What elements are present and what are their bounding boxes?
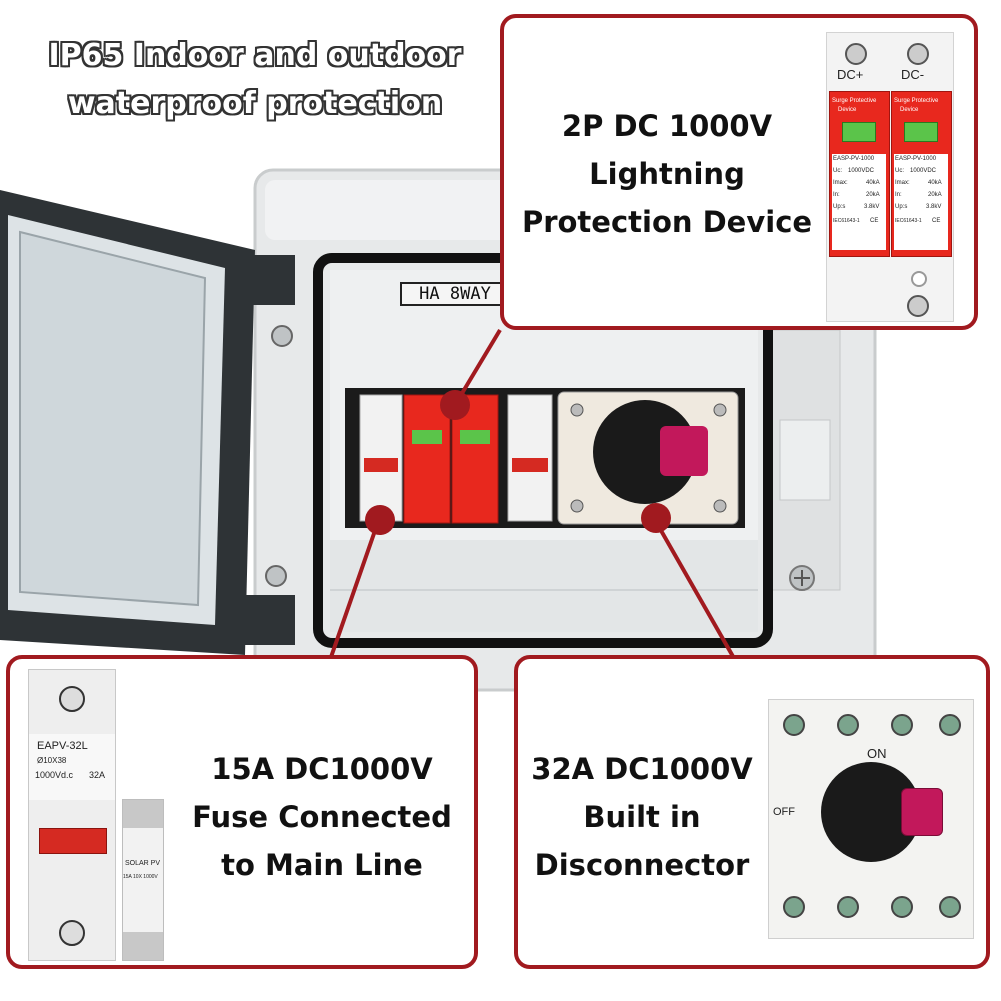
fuse-holder-image: EAPV-32L Ø10X38 1000Vd.c 32A: [28, 669, 116, 961]
indicator-window: [842, 122, 876, 142]
spd-pole-right: DC-: [901, 67, 925, 82]
hinge-top: [235, 255, 295, 305]
hinge-bottom: [235, 595, 295, 645]
terminal-screw-icon: [939, 896, 961, 918]
screw-icon: [907, 43, 929, 65]
pointer-dot: [440, 390, 470, 420]
panel-label: HA 8WAY: [400, 282, 510, 306]
screw-icon: [59, 920, 85, 946]
terminal-screw-icon: [939, 714, 961, 736]
headline-line-2: waterproof protection: [67, 86, 443, 121]
handle-lock-icon: [901, 788, 943, 836]
callout-fuse: EAPV-32L Ø10X38 1000Vd.c 32A SOLAR PV 15…: [6, 655, 478, 969]
callout-disconnector-text: 32A DC1000V Built in Disconnector: [531, 752, 753, 882]
on-label: ON: [867, 746, 887, 761]
terminal-screw-icon: [783, 896, 805, 918]
callout-fuse-text: 15A DC1000V Fuse Connected to Main Line: [192, 752, 452, 882]
spd-pole-left: DC+: [837, 67, 864, 82]
headline-line-1: IP65 Indoor and outdoor: [48, 38, 462, 73]
disconnector-image: ON OFF: [768, 699, 974, 939]
screw-icon: [907, 295, 929, 317]
screw-icon: [59, 686, 85, 712]
terminal-screw-icon: [837, 896, 859, 918]
spd-module-1: [403, 394, 451, 524]
fuse-indicator-window: [39, 828, 107, 854]
headline: IP65 Indoor and outdoor waterproof prote…: [20, 32, 490, 128]
terminal-screw-icon: [783, 714, 805, 736]
terminal-screw-icon: [891, 896, 913, 918]
callout-lightning-text: 2P DC 1000V Lightning Protection Device: [521, 109, 813, 239]
indicator-ring: [911, 271, 927, 287]
spd-pole-left-body: Surge Protective Device EASP-PV-1000 Uc:…: [829, 91, 890, 257]
terminal-screw-icon: [837, 714, 859, 736]
screw-icon: [845, 43, 867, 65]
pointer-dot: [641, 503, 671, 533]
spd-pole-right-body: Surge Protective Device EASP-PV-1000 Uc:…: [891, 91, 952, 257]
pointer-dot: [365, 505, 395, 535]
off-label: OFF: [773, 806, 795, 818]
spd-device-image: DC+ DC- Surge Protective Device EASP-PV-…: [826, 32, 954, 322]
terminal-screw-icon: [891, 714, 913, 736]
callout-disconnector: 32A DC1000V Built in Disconnector ON OFF: [514, 655, 990, 969]
fuse-cartridge-image: SOLAR PV 15A 10X 1000V: [122, 799, 164, 961]
indicator-window: [904, 122, 938, 142]
callout-lightning-protection: 2P DC 1000V Lightning Protection Device …: [500, 14, 978, 330]
